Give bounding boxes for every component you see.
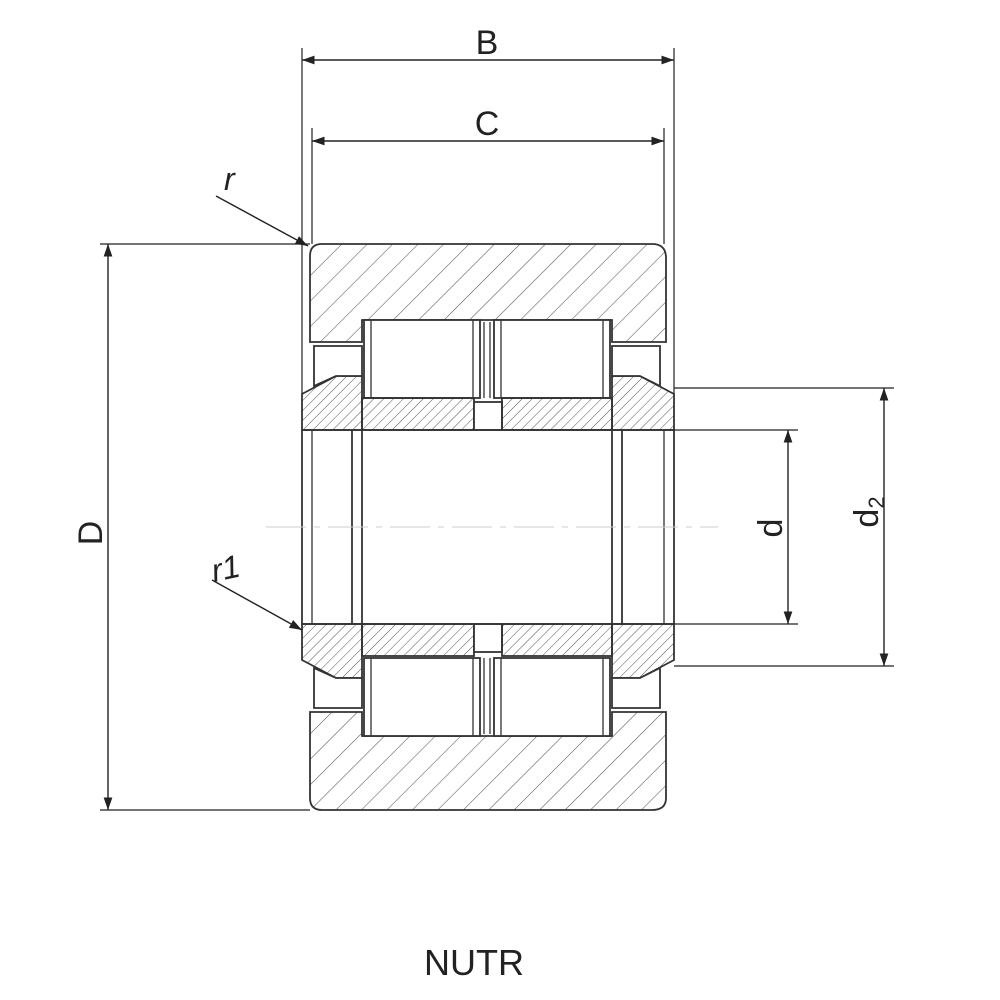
leader-r1 [211,579,303,631]
svg-text:d2: d2 [848,496,889,527]
label-D: D [72,521,110,546]
roller-top-right [493,319,611,399]
roller-bottom-left [363,657,481,737]
inner-ring-bottom-right [501,623,613,657]
extension-lines [100,48,894,811]
label-d2: d2 [848,496,889,527]
leader-r [215,195,309,247]
label-d: d [752,519,790,538]
inner-ring-top-right [501,397,613,431]
inner-ring-top-left [361,397,475,431]
inner-ring [361,397,613,657]
label-B: B [476,24,499,62]
flange-bottom-left [301,623,363,679]
rollers [363,319,611,737]
roller-top-left [363,319,481,399]
diagram-caption: NUTR [424,942,524,983]
flange-top-right [611,375,675,431]
flange-bottom-right [611,623,675,679]
roller-bottom-right [493,657,611,737]
label-r1: r1 [208,548,243,589]
inner-ring-bottom-gap [473,623,503,653]
dimension-lines [103,55,889,810]
label-C: C [475,105,500,143]
flange-top-left [301,375,363,431]
inner-ring-bottom-left [361,623,475,657]
label-r: r [224,161,236,197]
outer-ring-top-section [309,243,667,343]
inner-ring-top-gap [473,401,503,431]
